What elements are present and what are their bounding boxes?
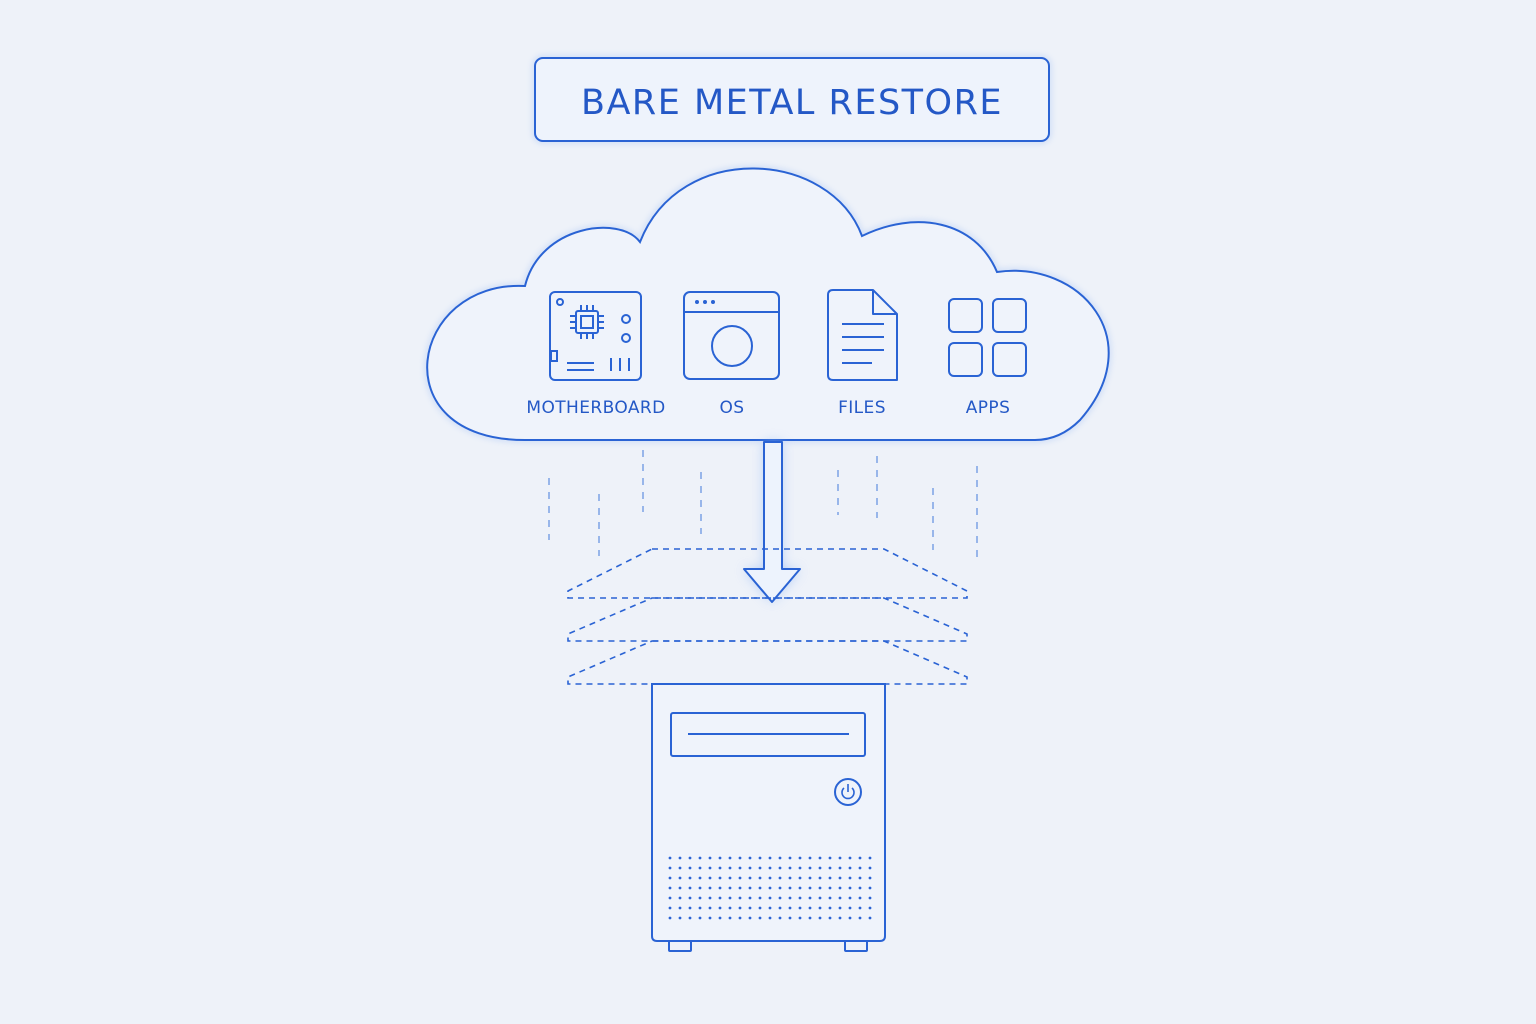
apps-grid-icon — [948, 298, 1027, 377]
file-document-icon — [827, 289, 898, 381]
restore-arrow — [743, 441, 801, 603]
diagram-title: BARE METAL RESTORE — [581, 83, 1003, 123]
files-label: FILES — [838, 398, 886, 418]
server-tower — [651, 683, 886, 952]
apps-label: APPS — [966, 398, 1011, 418]
tower-foot-left — [668, 940, 692, 952]
os-label: OS — [720, 398, 745, 418]
vent-grille — [666, 854, 872, 926]
cloud-shape — [424, 165, 1112, 443]
title-box: BARE METAL RESTORE — [532, 55, 1052, 144]
motherboard-label: MOTHERBOARD — [526, 398, 665, 418]
falling-data-lines — [548, 450, 978, 558]
motherboard-icon — [549, 291, 642, 381]
drive-bay — [670, 712, 866, 757]
tower-foot-right — [844, 940, 868, 952]
layer-bottom — [567, 640, 968, 685]
layer-top — [567, 548, 968, 599]
layer-middle — [567, 597, 968, 642]
power-icon — [834, 778, 862, 806]
restore-layers — [567, 548, 968, 685]
os-window-icon — [683, 291, 780, 380]
